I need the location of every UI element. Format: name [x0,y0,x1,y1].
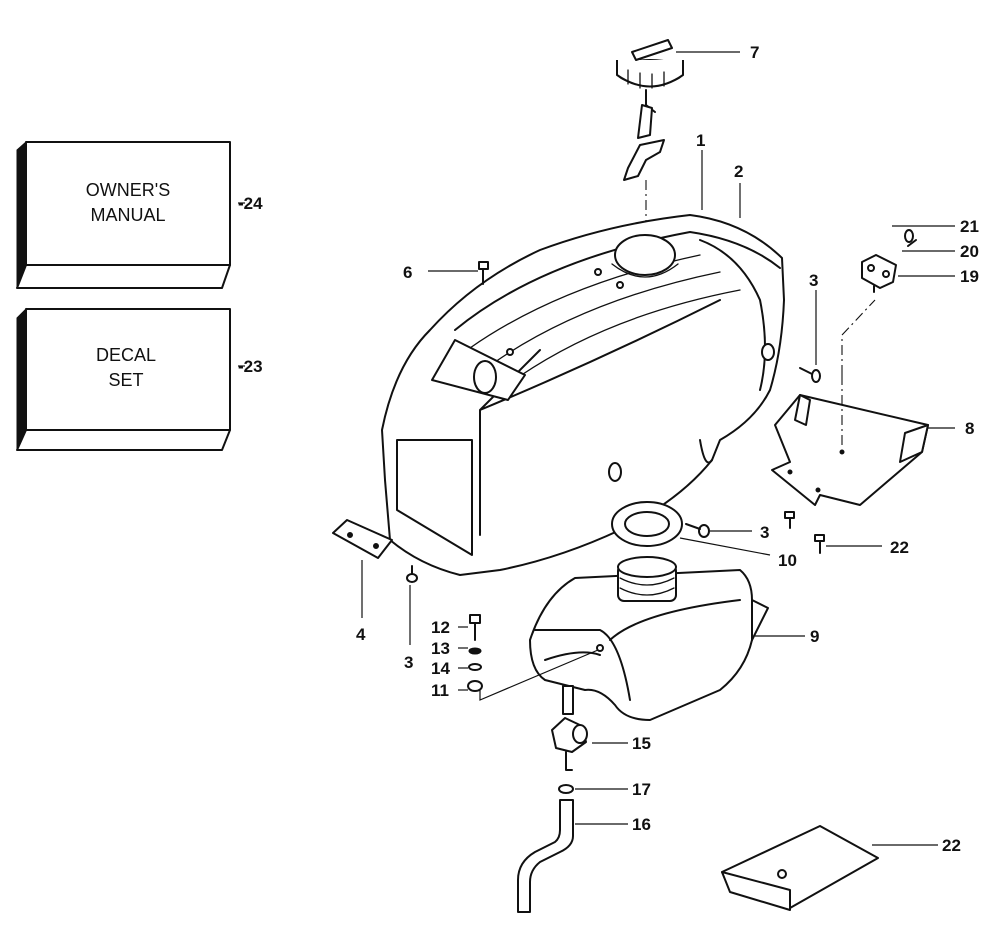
callout-1: 1 [696,131,705,150]
callout-22: 22 [890,538,909,557]
callout-7: 8 [965,419,974,438]
fastener-stack [467,614,483,692]
bracket [332,519,393,559]
tank-shroud [381,214,785,576]
callout-21: 22 [942,836,961,855]
screw-6 [478,261,489,285]
callout-3-left: 3 [404,653,413,672]
screw-3-right-lower [685,523,710,538]
fuel-cap [616,39,684,181]
decal-set-box: DECAL SET [16,307,231,451]
fuel-tank [529,556,769,721]
callout-4: 4 [356,625,366,644]
hose-clamp [558,784,574,794]
owners-manual-label-line2: MANUAL [90,205,165,225]
callout-20: 21 [960,217,979,236]
callout-3-upper: 3 [809,271,818,290]
heat-shield [771,394,929,506]
screw-22 [784,511,825,554]
callout-23: -23 [238,357,263,376]
callout-11: 11 [431,681,449,700]
screw-3-left [406,565,418,583]
callout-8: 9 [810,627,819,646]
seal-ring [611,501,683,547]
clip-assembly [861,229,917,293]
callout-9: 7 [750,43,759,62]
callout-14: 14 [431,659,450,678]
decal-set-label-line1: DECAL [96,345,156,365]
callout-10: 10 [778,551,797,570]
callout-13: 13 [431,639,450,658]
leader-lines [238,51,955,846]
callout-24: -24 [238,194,263,213]
callout-19: 20 [960,242,979,261]
callout-numbers: 7 1 2 6 3 21 20 19 8 3 10 22 9 -24 -23 4… [238,43,979,855]
owners-manual-box: OWNER'S MANUAL [16,140,231,289]
callout-2: 2 [734,162,743,181]
callout-18: 19 [960,267,979,286]
decal-set-label-line2: SET [108,370,143,390]
callout-17: 17 [632,780,651,799]
fuel-valve [551,685,588,771]
callout-12: 12 [431,618,450,637]
screw-3-right-upper [799,367,821,383]
pad [721,825,879,911]
callout-16: 16 [632,815,651,834]
callout-6: 6 [403,263,412,282]
fuel-hose [517,799,574,913]
callout-15: 15 [632,734,651,753]
callout-3-right: 3 [760,523,769,542]
owners-manual-label-line1: OWNER'S [86,180,170,200]
